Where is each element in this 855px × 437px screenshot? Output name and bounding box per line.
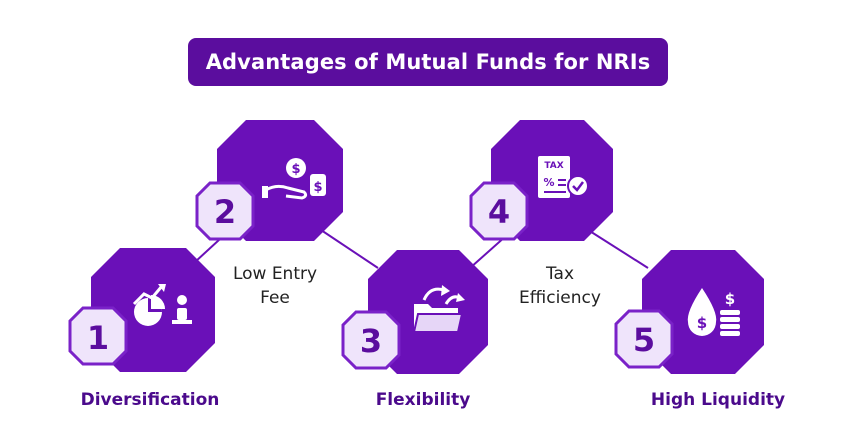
tax-document-icon: TAX % — [538, 156, 589, 198]
step-1-badge: 1 — [68, 306, 128, 366]
step-3-badge: 3 — [341, 310, 401, 370]
step-4-label: Tax Efficiency — [500, 262, 620, 310]
step-1-label: Diversification — [80, 390, 220, 410]
svg-text:$: $ — [291, 162, 300, 177]
svg-text:$: $ — [725, 290, 735, 308]
step-5-label: High Liquidity — [650, 390, 786, 410]
step-2-badge: 2 — [195, 181, 255, 241]
svg-text:$: $ — [697, 314, 707, 332]
connector-4-5 — [584, 227, 649, 269]
step-1-number: 1 — [87, 319, 109, 357]
step-2-label-line2: Fee — [260, 288, 290, 308]
connector-2-3 — [317, 227, 379, 269]
step-5-badge: 5 — [614, 309, 674, 369]
page-title: Advantages of Mutual Funds for NRIs — [188, 38, 668, 86]
step-4-number: 4 — [488, 193, 510, 231]
liquid-money-coins-icon: $ $ — [687, 288, 740, 336]
hand-money-tag-icon: $ $ — [262, 158, 326, 200]
step-3-label: Flexibility — [375, 390, 471, 410]
svg-text:TAX: TAX — [544, 161, 563, 171]
step-2-label: Low Entry Fee — [215, 262, 335, 310]
step-3-number: 3 — [360, 322, 382, 360]
step-4-label-line2: Efficiency — [519, 288, 601, 308]
folder-arrows-icon — [412, 285, 465, 333]
step-5-number: 5 — [633, 321, 655, 359]
step-2-number: 2 — [214, 193, 236, 231]
step-4-label-line1: Tax — [545, 264, 575, 284]
step-4-badge: 4 — [469, 181, 529, 241]
step-2-label-line1: Low Entry — [232, 264, 318, 284]
svg-text:%: % — [543, 176, 554, 189]
svg-text:$: $ — [313, 180, 322, 195]
pie-chart-growth-icon — [132, 284, 192, 326]
